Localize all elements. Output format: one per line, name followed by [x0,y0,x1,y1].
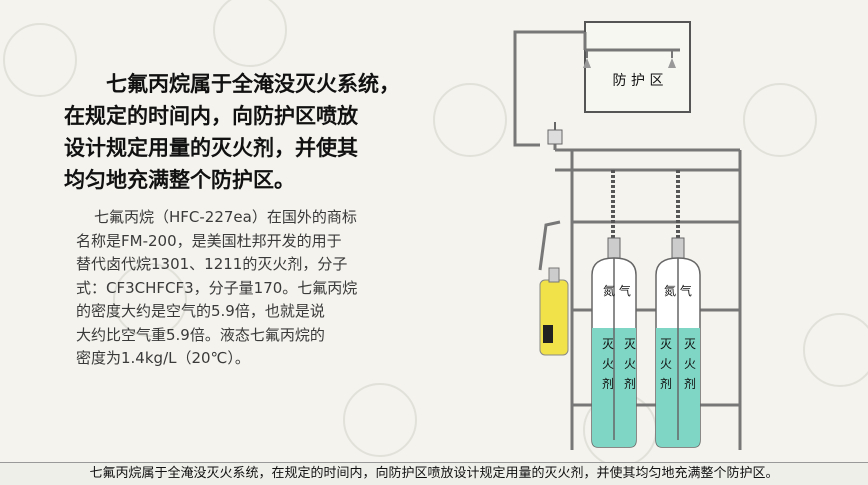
description-block: 七氟丙烷属于全淹没灭火系统， 在规定的时间内，向防护区喷放 设计规定用量的灭火剂… [64,68,504,371]
agent-char: 剂 [624,376,636,391]
pilot-cylinder [539,267,569,356]
nozzle-icon [583,58,591,68]
body-line: 的密度大约是空气的5.9倍，也就是说 [76,302,325,320]
nitrogen-label: 氮 气 [603,283,631,298]
lead-line: 均匀地充满整个防护区。 [64,168,295,192]
agent-char: 灭 [602,337,614,351]
detail-paragraph: 七氟丙烷（HFC-227ea）在国外的商标 名称是FM-200，是美国杜邦开发的… [64,206,436,371]
pilot-label-block [543,325,553,343]
body-line: 名称是FM-200，是美国杜邦开发的用于 [76,231,342,250]
nitrogen-label: 氮 气 [664,283,692,298]
body-line: 七氟丙烷（HFC-227ea）在国外的商标 [94,208,357,226]
agent-cylinder: 灭 火 剂 [618,275,640,440]
agent-char: 灭 [684,337,696,351]
agent-char: 灭 [624,337,636,351]
body-line: 替代卤代烷1301、1211的灭火剂，分子 [76,255,348,273]
agent-cylinder: 氮 气 灭 火 剂 灭 火 剂 [655,237,701,448]
lead-line: 设计规定用量的灭火剂，并使其 [64,136,358,160]
protected-zone-label: 防 护 区 [613,73,664,89]
protected-zone: 防 护 区 [583,21,691,113]
body-line: 大约比空气重5.9倍。液态七氟丙烷的 [76,325,325,344]
body-line: 密度为1.4kg/L（20℃）。 [76,349,250,367]
agent-char: 火 [660,357,672,371]
agent-char: 灭 [660,337,672,351]
pilot-line [538,220,561,271]
lead-paragraph: 七氟丙烷属于全淹没灭火系统， 在规定的时间内，向防护区喷放 设计规定用量的灭火剂… [64,68,504,196]
body-line: 式：CF3CHFCF3，分子量170。七氟丙烷 [76,278,358,297]
agent-char: 剂 [684,376,696,391]
pipe-feed-line [513,30,585,147]
agent-char: 火 [684,357,696,371]
fire-suppression-diagram: 防 护 区 氮 气 灭 火 剂 灭 火 剂 氮 气 [513,21,742,450]
lead-line: 在规定的时间内，向防护区喷放 [64,104,358,128]
lead-line: 七氟丙烷属于全淹没灭火系统， [106,72,400,96]
valve-icon [547,122,563,145]
caption-bar: 七氟丙烷属于全淹没灭火系统，在规定的时间内，向防护区喷放设计规定用量的灭火剂，并… [0,462,868,485]
agent-cylinder: 氮 气 灭 火 剂 [591,237,637,448]
flexible-hoses [611,170,680,240]
agent-char: 火 [624,357,636,371]
agent-char: 火 [602,357,614,371]
agent-char: 剂 [602,376,614,391]
agent-char: 剂 [660,376,672,391]
nozzle-icon [668,58,676,68]
